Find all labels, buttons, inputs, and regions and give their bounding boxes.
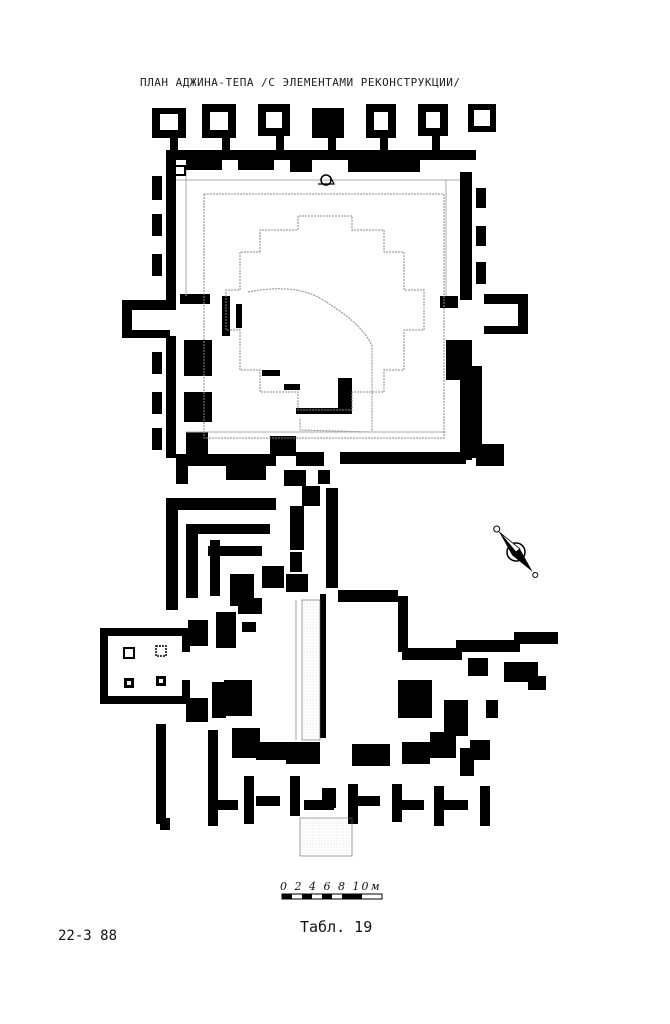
scale-label: 0 2 4 6 8 10м bbox=[280, 880, 382, 893]
central-passage bbox=[286, 470, 398, 602]
north-courtyard bbox=[122, 104, 528, 486]
plate-label: Табл. 19 bbox=[300, 918, 373, 936]
north-arrow-icon bbox=[493, 525, 539, 578]
west-annex bbox=[100, 628, 190, 704]
stupa-outline bbox=[203, 193, 445, 439]
plan-title: ПЛАН АДЖИНА-ТЕПА /С ЭЛЕМЕНТАМИ РЕКОНСТРУ… bbox=[140, 76, 461, 89]
court-lines bbox=[176, 170, 460, 433]
corner-features bbox=[172, 165, 335, 186]
south-monastery bbox=[156, 498, 558, 830]
scale-bar bbox=[281, 893, 383, 900]
page-code: 22-3 88 bbox=[58, 928, 118, 944]
central-hall-floor bbox=[295, 599, 353, 857]
